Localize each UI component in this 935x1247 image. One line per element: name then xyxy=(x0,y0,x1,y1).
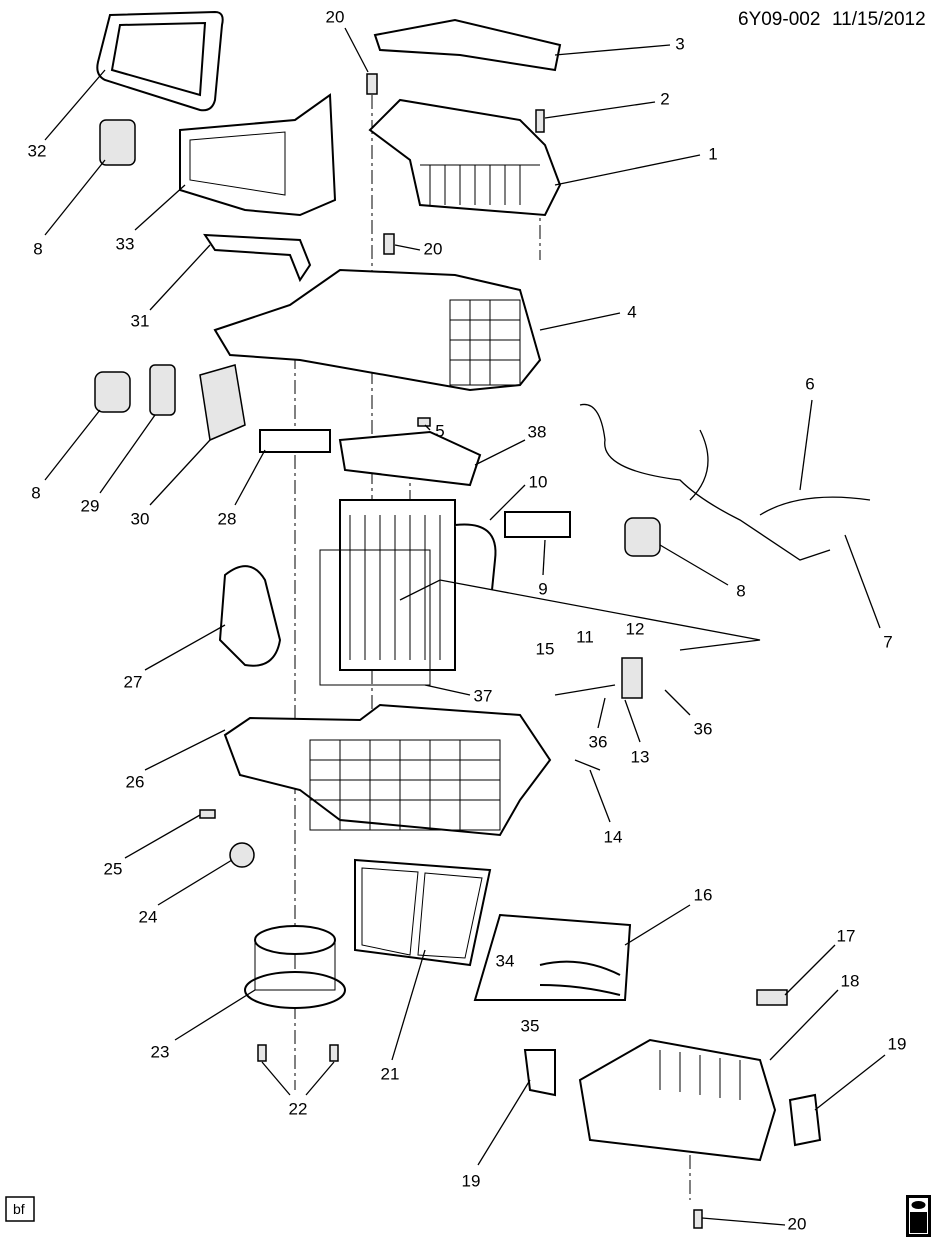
callout-13: 13 xyxy=(631,747,650,766)
part-21-filter xyxy=(354,858,492,967)
part-1-upper-case xyxy=(368,98,562,217)
callout-20: 20 xyxy=(788,1214,807,1233)
callout-32: 32 xyxy=(28,141,47,160)
callout-17: 17 xyxy=(837,926,856,945)
diagram-date: 11/15/2012 xyxy=(832,9,926,30)
callout-23: 23 xyxy=(151,1042,170,1061)
callout-5: 5 xyxy=(435,421,444,440)
bf-badge: bf xyxy=(5,1196,35,1222)
callout-8: 8 xyxy=(736,581,745,600)
part-38-seal xyxy=(338,430,482,487)
part-32-seal xyxy=(96,10,224,112)
callout-21: 21 xyxy=(381,1064,400,1083)
part-5-screw xyxy=(417,417,431,427)
callout-28: 28 xyxy=(218,509,237,528)
callout-3: 3 xyxy=(675,34,684,53)
part-8-actuator-2 xyxy=(94,371,131,413)
part-33-housing xyxy=(179,93,337,217)
gm-spo-logo xyxy=(906,1195,931,1237)
part-14-stud xyxy=(574,759,601,771)
callout-15: 15 xyxy=(536,639,555,658)
part-8-actuator xyxy=(99,119,136,166)
callout-4: 4 xyxy=(627,302,636,321)
callout-24: 24 xyxy=(139,907,158,926)
callout-31: 31 xyxy=(131,311,150,330)
callout-30: 30 xyxy=(131,509,150,528)
part-22-screws xyxy=(257,1044,339,1062)
part-31-duct xyxy=(203,233,312,283)
callout-8: 8 xyxy=(33,239,42,258)
part-13-block xyxy=(621,657,643,699)
callout-16: 16 xyxy=(694,885,713,904)
part-9-filter xyxy=(504,511,571,538)
callout-8: 8 xyxy=(31,483,40,502)
part-29-actuator xyxy=(149,364,176,416)
part-7-harness xyxy=(579,403,871,561)
part-4-case xyxy=(213,268,542,392)
svg-text:bf: bf xyxy=(13,1201,25,1217)
part-8-actuator-3 xyxy=(624,517,661,557)
part-23-blower xyxy=(244,925,346,1009)
part-24-bushing xyxy=(229,842,255,868)
callout-36: 36 xyxy=(589,732,608,751)
callout-20: 20 xyxy=(424,239,443,258)
callout-10: 10 xyxy=(529,472,548,491)
callout-34: 34 xyxy=(496,951,515,970)
callout-14: 14 xyxy=(604,827,623,846)
part-26-lower-case xyxy=(223,703,552,837)
callout-33: 33 xyxy=(116,234,135,253)
part-18-case xyxy=(578,1038,777,1162)
callout-12: 12 xyxy=(626,619,645,638)
callout-25: 25 xyxy=(104,859,123,878)
part-27-seal xyxy=(218,565,282,667)
callout-36: 36 xyxy=(694,719,713,738)
callout-29: 29 xyxy=(81,496,100,515)
callout-1: 1 xyxy=(708,144,717,163)
callout-26: 26 xyxy=(126,772,145,791)
callout-7: 7 xyxy=(883,632,892,651)
part-2-screw xyxy=(535,109,545,133)
part-28-filter xyxy=(259,429,331,453)
leader-lines xyxy=(44,27,886,1226)
callout-22: 22 xyxy=(289,1099,308,1118)
part-19-seals xyxy=(523,1049,822,1147)
diagram-id: 6Y09-002 xyxy=(738,9,820,30)
callout-27: 27 xyxy=(124,672,143,691)
part-3-filter-door xyxy=(373,18,562,72)
callout-18: 18 xyxy=(841,971,860,990)
callout-37: 37 xyxy=(474,686,493,705)
part-20-screw-bottom xyxy=(693,1209,703,1229)
part-17-sensor xyxy=(756,989,788,1006)
callout-38: 38 xyxy=(528,422,547,441)
part-16-heater-core xyxy=(473,913,632,1001)
callout-6: 6 xyxy=(805,374,814,393)
part-20-screw-top xyxy=(366,73,395,255)
part-10-evaporator xyxy=(339,499,497,671)
callout-19: 19 xyxy=(462,1171,481,1190)
part-30-grille xyxy=(199,364,246,442)
callout-20: 20 xyxy=(326,7,345,26)
part-15-bolt xyxy=(554,684,616,696)
callout-19: 19 xyxy=(888,1034,907,1053)
part-37-seal xyxy=(319,549,431,686)
callout-2: 2 xyxy=(660,89,669,108)
callout-35: 35 xyxy=(521,1016,540,1035)
callout-11: 11 xyxy=(576,627,594,646)
callout-9: 9 xyxy=(538,579,547,598)
part-25-clip xyxy=(199,809,216,819)
